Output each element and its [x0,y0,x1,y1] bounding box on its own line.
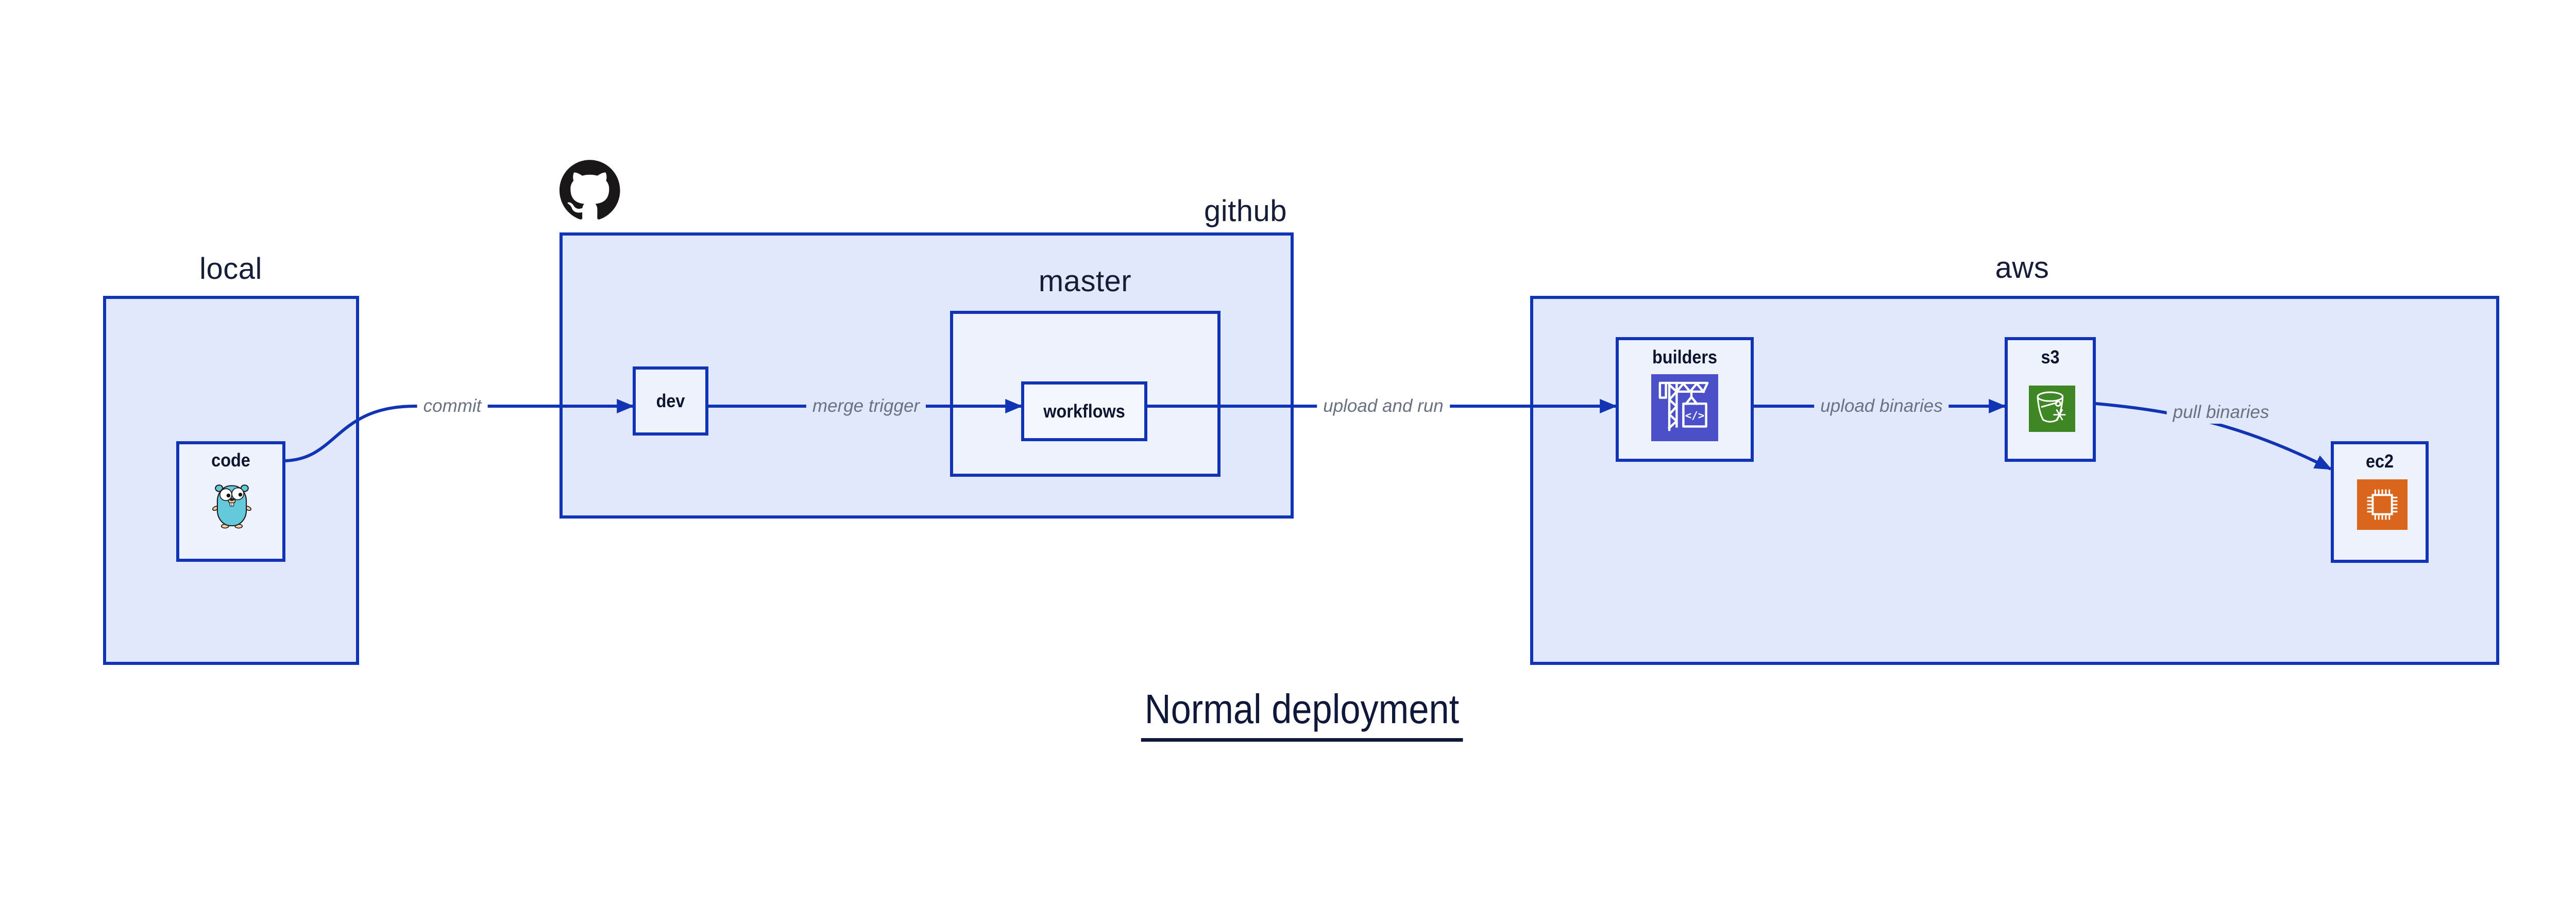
node-label-workflows: workflows [1043,400,1125,422]
aws-ec2-chip-icon [2357,479,2408,530]
node-dev: dev [633,366,708,436]
svg-text:</>: </> [1685,409,1705,422]
group-label-local: local [199,252,262,286]
edge-label-upload-binaries: upload binaries [1814,395,1949,417]
node-ec2: ec2 [2331,441,2429,563]
page-title: Normal deployment [1141,686,1463,742]
aws-s3-glacier-bucket-icon [2028,386,2076,432]
node-s3: s3 [2005,337,2096,462]
group-label-github: github [1204,194,1287,228]
node-builders: builders </> [1616,337,1754,462]
node-label-code: code [211,449,250,471]
edge-label-commit: commit [417,395,488,417]
edge-label-merge-trigger: merge trigger [806,395,926,417]
group-label-aws: aws [1995,251,2049,285]
go-gopher-icon [212,478,252,534]
edge-label-upload-and-run: upload and run [1317,395,1450,417]
node-label-s3: s3 [2041,346,2060,368]
aws-codebuild-icon: </> [1651,374,1718,441]
node-label-builders: builders [1652,346,1718,368]
node-label-ec2: ec2 [2365,450,2394,472]
node-label-dev: dev [656,390,685,411]
github-octocat-logo-icon [560,160,620,220]
node-workflows: workflows [1021,381,1147,441]
edge-label-pull-binaries: pull binaries [2166,401,2276,424]
group-label-master: master [1038,264,1132,298]
node-code: code [176,441,285,562]
